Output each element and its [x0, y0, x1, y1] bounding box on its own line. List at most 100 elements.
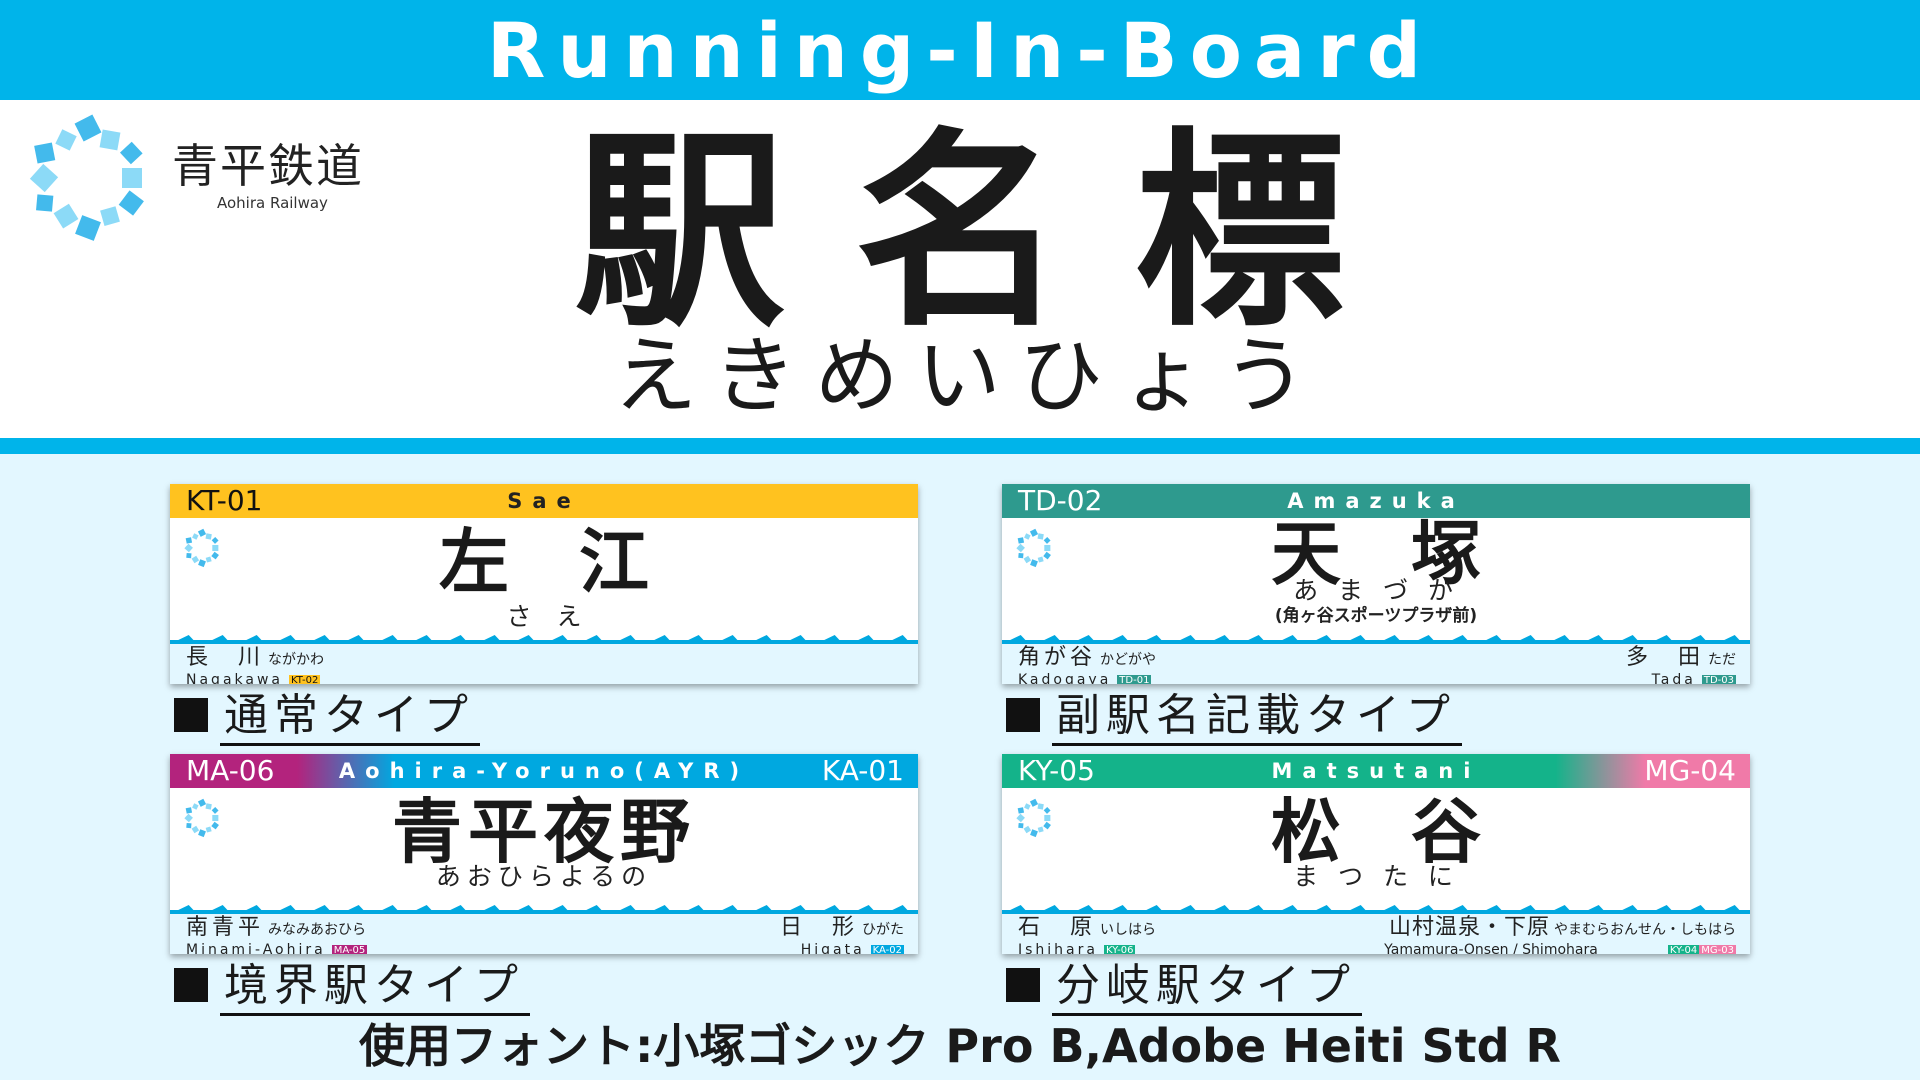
adjacent-kana: ただ: [1708, 652, 1736, 668]
station-name-kana: ま つ た に: [1293, 862, 1459, 891]
header-area: [0, 100, 1920, 438]
logo-square: [212, 544, 219, 552]
logo-square: [198, 559, 206, 568]
logo-square: [1018, 822, 1024, 829]
caption-junction: 分岐駅タイプ: [1006, 960, 1362, 1016]
wave-baseline: [170, 910, 918, 914]
caption-sub-name: 副駅名記載タイプ: [1006, 690, 1462, 746]
logo-square: [1024, 803, 1031, 810]
caption-text: 副駅名記載タイプ: [1052, 690, 1462, 746]
station-code-left: MA-06: [186, 754, 275, 787]
logo-square: [197, 798, 207, 807]
logo-square: [1023, 555, 1032, 564]
logo-square: [36, 194, 54, 212]
adjacent-kanji: 石 原: [1018, 915, 1097, 940]
company-name: 青平鉄道: [172, 139, 364, 193]
adjacent-code: TD-03: [1701, 675, 1736, 684]
station-sign-boundary: MA-06 KA-01 Aohira-Yoruno(AYR) 青平夜野 あおひら…: [170, 754, 918, 954]
logo-square: [1029, 528, 1039, 537]
company-logo-icon: [184, 798, 219, 838]
station-name-en: Matsutani: [1271, 759, 1481, 783]
logo-square: [205, 556, 212, 563]
logo-square: [1023, 825, 1032, 834]
caption-text: 境界駅タイプ: [220, 960, 530, 1016]
adjacent-kana: いしはら: [1100, 922, 1157, 938]
logo-square: [185, 807, 193, 814]
adjacent-kana: やまむらおんせん・しもはら: [1554, 922, 1736, 938]
logo-square: [122, 168, 142, 188]
main-title-reading: えきめいひょう: [613, 327, 1325, 425]
adjacent-roman: Minami-Aohira: [186, 942, 326, 954]
station-code-right: KA-01: [821, 754, 904, 787]
station-name-kanji: 松 谷: [1271, 791, 1481, 873]
station-name-en: Amazuka: [1287, 489, 1465, 513]
square-bullet-icon: [174, 968, 208, 1002]
square-bullet-icon: [1006, 968, 1040, 1002]
logo-square: [184, 813, 193, 823]
logo-square: [74, 114, 102, 142]
wave-baseline: [170, 640, 918, 644]
logo-square: [100, 206, 120, 226]
logo-square: [1044, 544, 1051, 552]
adjacent-kanji: 山村温泉・下原: [1388, 915, 1550, 940]
adjacent-kanji: 日 形: [779, 915, 858, 940]
sign-color-bar: [170, 754, 918, 788]
logo-square: [75, 215, 101, 241]
adjacent-code: TD-01: [1117, 675, 1152, 684]
logo-square: [1037, 826, 1044, 833]
sign-color-bar: [170, 484, 918, 518]
logo-square: [1043, 806, 1051, 814]
adjacent-roman: Nagakawa: [186, 672, 283, 684]
logo-square: [192, 803, 199, 810]
station-code-left: KY-05: [1018, 754, 1095, 787]
logo-square: [198, 829, 206, 838]
logo-square: [192, 533, 199, 540]
station-name-kanji: 青平夜野: [392, 791, 696, 873]
logo-square: [1037, 556, 1044, 563]
adjacent-station-right: 多 田ただ Tada TD-03: [1626, 646, 1736, 684]
adjacent-roman: Higata: [800, 942, 865, 954]
sign-color-bar: [1002, 484, 1750, 518]
logo-square: [1030, 829, 1038, 838]
caption-boundary: 境界駅タイプ: [174, 960, 530, 1016]
company-logo-icon: [29, 114, 144, 241]
logo-square: [1043, 551, 1051, 560]
logo-square: [1016, 813, 1025, 823]
logo-square: [1018, 552, 1024, 559]
station-name-kana: あ ま づ か: [1293, 576, 1459, 605]
logo-square: [212, 814, 219, 822]
logo-square: [34, 142, 56, 164]
station-name-kana: さ え: [506, 602, 582, 631]
adjacent-code: KA-02: [870, 945, 904, 954]
logo-square: [53, 203, 79, 229]
logo-square: [191, 555, 200, 564]
logo-square: [186, 552, 192, 559]
company-logo-icon: [1016, 528, 1051, 568]
logo-square: [211, 536, 219, 544]
station-sign-sub-name: TD-02 Amazuka 天 塚 あ ま づ か (角ヶ谷スポーツプラザ前) …: [1002, 484, 1750, 684]
station-name-en: Sae: [507, 489, 581, 513]
adjacent-roman: Tada: [1651, 672, 1696, 684]
sign-color-bar: [1002, 754, 1750, 788]
adjacent-kanji: 多 田: [1625, 645, 1704, 670]
font-credit: 使用フォント:小塚ゴシック Pro B,Adobe Heiti Std R: [359, 1019, 1561, 1073]
station-code: KT-01: [186, 484, 263, 517]
wave-line: [170, 635, 918, 644]
square-bullet-icon: [174, 698, 208, 732]
logo-square: [186, 822, 192, 829]
top-banner: Running-In-Board: [0, 0, 1920, 100]
logo-square: [205, 803, 212, 810]
main-title: 駅名標: [574, 110, 1415, 355]
logo-square: [1037, 533, 1044, 540]
station-code-right: MG-04: [1644, 754, 1736, 787]
banner-title: Running-In-Board: [486, 6, 1434, 95]
logo-square: [1044, 814, 1051, 822]
adjacent-kanji: 南青平: [186, 915, 265, 940]
logo-square: [211, 806, 219, 814]
